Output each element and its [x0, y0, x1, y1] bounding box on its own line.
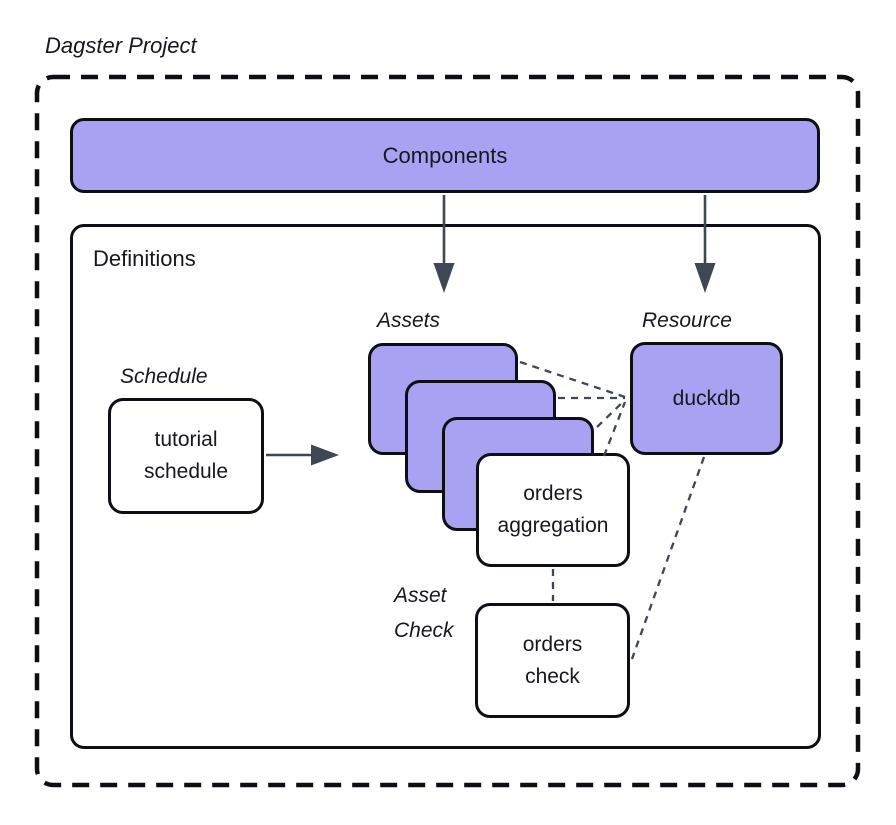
tutorial-schedule-line2: schedule — [143, 460, 229, 483]
tutorial-schedule-line1: tutorial — [154, 428, 218, 451]
components-label: Components — [382, 142, 508, 168]
components-bar: Components — [70, 118, 820, 193]
resource-section-label: Resource — [642, 309, 732, 332]
asset-check-label-line1: Asset — [394, 584, 447, 607]
asset-check-section-label: Asset Check — [394, 578, 454, 648]
orders-check-line2: check — [525, 664, 580, 688]
duckdb-resource-node: duckdb — [630, 342, 783, 455]
definitions-label: Definitions — [93, 246, 196, 271]
schedule-section-label: Schedule — [120, 365, 208, 388]
diagram-title: Dagster Project — [45, 33, 197, 58]
orders-aggregation-line1: orders — [523, 482, 583, 505]
orders-check-line1: orders — [522, 632, 583, 656]
orders-aggregation-line2: aggregation — [497, 514, 609, 537]
asset-check-label-line2: Check — [394, 619, 454, 642]
duckdb-label: duckdb — [672, 386, 741, 410]
assets-section-label: Assets — [377, 309, 441, 332]
orders-aggregation-node: orders aggregation — [476, 453, 630, 567]
tutorial-schedule-node: tutorial schedule — [108, 398, 264, 514]
orders-check-node: orders check — [475, 603, 630, 718]
